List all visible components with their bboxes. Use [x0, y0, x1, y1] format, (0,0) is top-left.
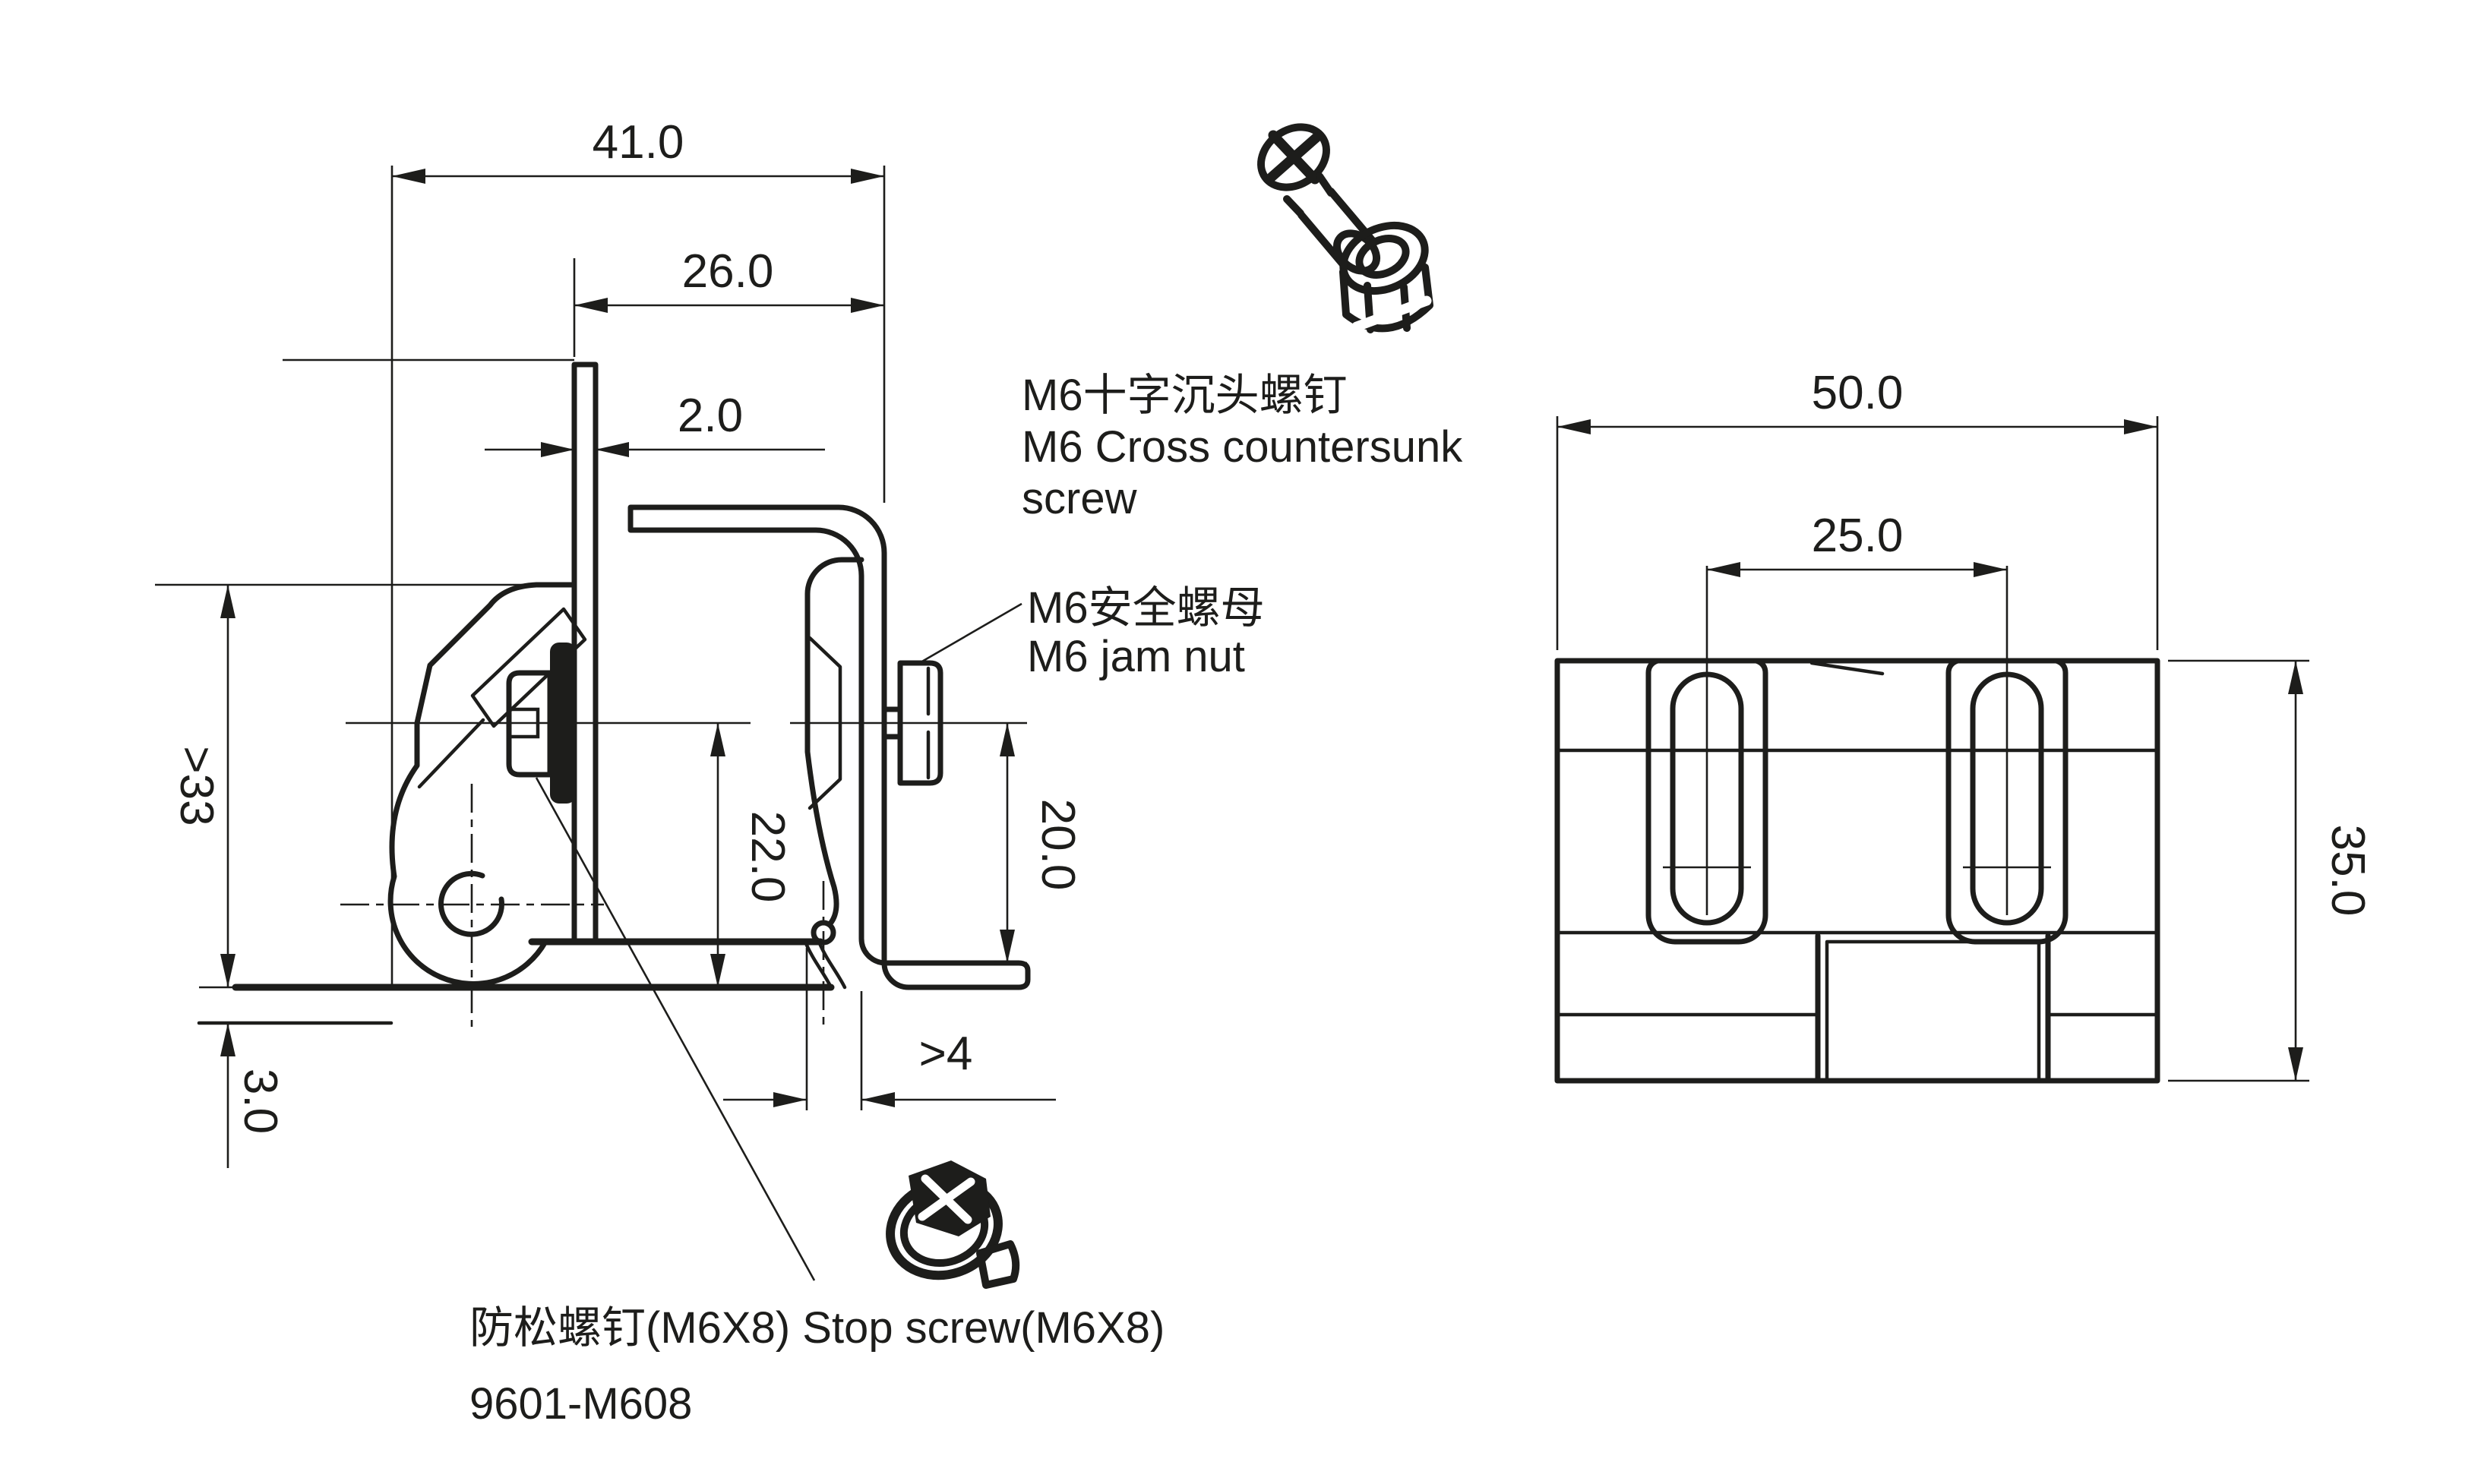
slot-center-cross	[1663, 566, 1751, 915]
dim-35-lines	[2168, 659, 2309, 1082]
door-leaf-outline	[804, 557, 864, 927]
dim-3-label: 3.0	[234, 1069, 286, 1134]
jam-nut-leader	[920, 602, 1022, 664]
stop-screw-head	[506, 670, 553, 778]
nut-insert-slash	[1351, 295, 1432, 332]
jamnut-label-en: M6 jam nut	[1027, 632, 1245, 681]
dim-2-arrows	[541, 442, 629, 457]
dim-2-label: 2.0	[678, 390, 743, 442]
dim-4-lines	[723, 948, 1056, 1110]
slot-center-cross	[1963, 566, 2051, 915]
dim-41-lines	[390, 166, 886, 987]
back-view-edge-diagonal	[1809, 661, 1885, 676]
back-view-horizontal-lines	[1555, 748, 2160, 1017]
mounting-slot-right	[1945, 566, 2069, 945]
stud-end	[881, 706, 902, 740]
screw-tip	[976, 1240, 1020, 1289]
dim-26-arrows	[574, 298, 884, 313]
bottom-tab-outer	[1815, 933, 2051, 1084]
hex-head-cross-icon	[918, 1174, 975, 1224]
jamnut-label-zh: M6安全螺母	[1027, 583, 1265, 633]
back-view: 50.0 25.0 35.0	[1554, 367, 2374, 1084]
screw-shank	[1283, 172, 1376, 267]
dim-4-arrows	[773, 1092, 895, 1107]
dim-26-label: 26.0	[682, 245, 774, 298]
stop-screw-washer	[550, 643, 576, 804]
mounting-slot-left	[1645, 566, 1768, 945]
screw-tip-ellipse	[1333, 229, 1380, 275]
side-view-dimensions: 41.0 26.0 2.0 >33 3.0 22.0 20.0 >4	[155, 116, 1084, 1168]
nut-hole	[1355, 235, 1410, 279]
side-view	[197, 358, 1031, 1281]
countersunk-screw-pictorial	[1257, 123, 1380, 275]
dim-20-lines	[994, 723, 1027, 965]
dim-4-label: >4	[919, 1028, 973, 1080]
frame-leaf-outline	[387, 582, 577, 987]
slot-inner-contour	[1670, 671, 1744, 926]
stop-screw-slot	[507, 707, 540, 739]
countersunk-label-en1: M6 Cross countersunk	[1022, 422, 1463, 472]
back-view-body	[1554, 658, 2160, 1084]
dim-3-arrow	[220, 1023, 235, 1056]
stop-screw-leader	[535, 777, 816, 1281]
door-panel-bracket	[627, 504, 1031, 990]
jam-nut	[897, 660, 943, 786]
phillips-cross-icon	[1266, 130, 1322, 185]
bottom-tab-inner	[1825, 939, 2041, 1083]
dim-50-label: 50.0	[1812, 367, 1904, 419]
dim-41-label: 41.0	[593, 116, 684, 169]
stopscrew-label-line1: 防松螺钉(M6X8) Stop screw(M6X8)	[469, 1303, 1165, 1353]
dim-25-arrows	[1707, 562, 2007, 577]
nut-top-face	[1339, 221, 1429, 295]
dim-20-label: 20.0	[1032, 799, 1084, 891]
dim-35-label: 35.0	[2321, 825, 2374, 917]
countersunk-label-en2: screw	[1022, 474, 1138, 523]
frame-panel-plate	[571, 362, 599, 945]
hinge-pin-arc	[438, 870, 504, 937]
dim-22-label: 22.0	[741, 811, 794, 903]
panel-break-curves	[803, 939, 847, 990]
jam-nut-pictorial	[1339, 221, 1433, 333]
slot-outer-contour	[1645, 658, 1768, 945]
door-leaf-countersink-section	[808, 636, 842, 810]
stopscrew-label-line2: 9601-M608	[469, 1379, 692, 1429]
dim-26-lines	[573, 258, 884, 357]
dim-33-lines	[155, 583, 565, 987]
dim-25-label: 25.0	[1812, 510, 1904, 562]
stop-screw-pictorial	[886, 1160, 1020, 1289]
dim-50-lines	[1556, 416, 2159, 650]
dim-33-label: >33	[170, 746, 223, 826]
countersunk-label-zh: M6十字沉头螺钉	[1022, 371, 1348, 420]
slot-inner-contour	[1970, 671, 2044, 926]
annotation-labels: M6十字沉头螺钉 M6 Cross countersunk screw M6安全…	[469, 371, 1463, 1429]
